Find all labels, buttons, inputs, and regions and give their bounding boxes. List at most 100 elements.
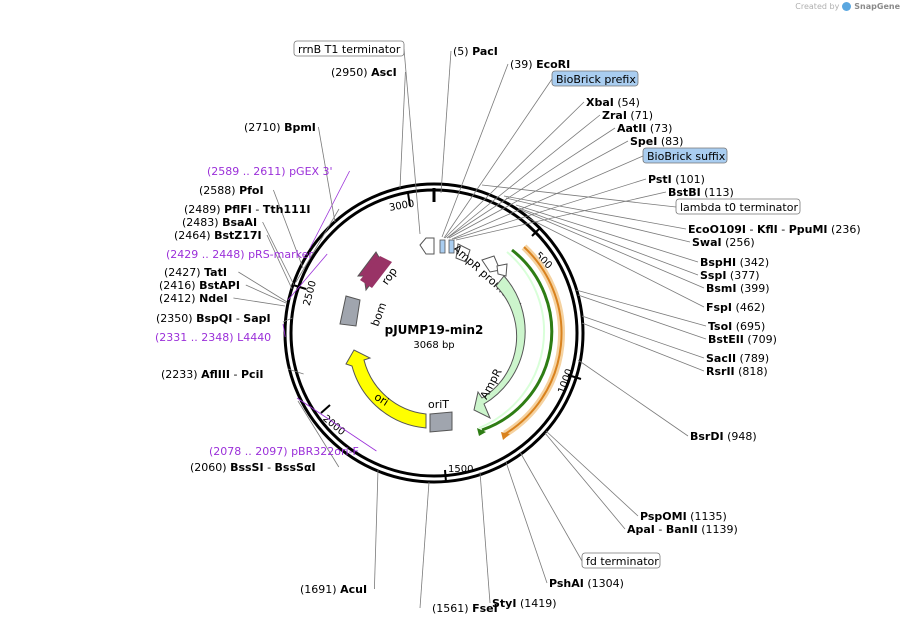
feature-box bbox=[642, 147, 728, 164]
enzyme-label-42[interactable]: (2589 .. 2611) pGEX 3' bbox=[207, 165, 333, 178]
enzyme-label-12[interactable]: SwaI (256) bbox=[692, 236, 755, 249]
enzyme-label-7[interactable]: BioBrick suffix bbox=[642, 147, 728, 164]
enzyme-label-0[interactable]: (5) PacI bbox=[453, 45, 498, 58]
enzyme-label-23[interactable]: ApaI - BanII (1139) bbox=[627, 523, 738, 536]
enzyme-label-39[interactable]: (2483) BsaAI bbox=[182, 216, 257, 229]
enzyme-label-6[interactable]: SpeI (83) bbox=[630, 135, 683, 148]
enzyme-label-18[interactable]: BstEII (709) bbox=[708, 333, 777, 346]
leader-line bbox=[518, 207, 699, 276]
enzyme-label-8[interactable]: PstI (101) bbox=[648, 173, 705, 186]
leader-line bbox=[403, 48, 421, 235]
enzyme-text: XbaI (54) bbox=[586, 96, 640, 109]
feature-rop[interactable]: rop bbox=[357, 251, 400, 292]
enzyme-label-17[interactable]: TsoI (695) bbox=[708, 320, 765, 333]
feature-ori[interactable]: ori bbox=[345, 349, 427, 429]
enzyme-label-16[interactable]: FspI (462) bbox=[706, 301, 765, 314]
feature-box bbox=[293, 40, 405, 57]
leader-line bbox=[446, 114, 601, 239]
enzyme-text: AatII (73) bbox=[617, 122, 672, 135]
enzyme-label-34[interactable]: (2412) NdeI bbox=[159, 292, 228, 305]
enzyme-label-36[interactable]: (2427) TatI bbox=[164, 266, 227, 279]
enzyme-label-9[interactable]: BstBI (113) bbox=[668, 186, 734, 199]
enzyme-label-43[interactable]: (2710) BpmI bbox=[244, 121, 316, 134]
leader-line bbox=[448, 140, 629, 239]
enzyme-label-44[interactable]: (2950) AscI bbox=[331, 66, 397, 79]
leader-line bbox=[453, 178, 647, 240]
enzyme-text: PshAI (1304) bbox=[549, 577, 624, 590]
enzyme-text: (2483) BsaAI bbox=[182, 216, 257, 229]
enzyme-text: (2950) AscI bbox=[331, 66, 397, 79]
enzyme-label-35[interactable]: (2416) BstAPI bbox=[159, 279, 240, 292]
enzyme-text: (2331 .. 2348) L4440 bbox=[155, 331, 271, 344]
enzyme-label-24[interactable]: fd terminator bbox=[581, 552, 661, 569]
leader-line bbox=[505, 461, 548, 584]
feature-bom[interactable]: bom bbox=[339, 295, 389, 328]
enzyme-label-20[interactable]: RsrII (818) bbox=[706, 365, 768, 378]
leader-line bbox=[446, 127, 616, 239]
enzyme-label-32[interactable]: (2331 .. 2348) L4440 bbox=[155, 331, 271, 344]
enzyme-text: (2589 .. 2611) pGEX 3' bbox=[207, 165, 333, 178]
enzyme-text: StyI (1419) bbox=[492, 597, 557, 610]
enzyme-label-4[interactable]: ZraI (71) bbox=[602, 109, 653, 122]
feature-box-label: rrnB T1 terminator bbox=[298, 43, 401, 56]
enzyme-label-45[interactable]: rrnB T1 terminator bbox=[293, 40, 405, 57]
feature-orit[interactable]: oriT bbox=[428, 398, 453, 433]
enzyme-text: (2588) PfoI bbox=[199, 184, 264, 197]
leader-line bbox=[443, 78, 553, 239]
enzyme-text: BsrDI (948) bbox=[690, 430, 757, 443]
leader-line bbox=[295, 208, 340, 283]
enzyme-label-40[interactable]: (2489) PflFI - Tth111I bbox=[184, 203, 311, 216]
enzyme-text: SwaI (256) bbox=[692, 236, 755, 249]
leader-line bbox=[455, 191, 667, 241]
enzyme-label-11[interactable]: EcoO109I - KflI - PpuMI (236) bbox=[688, 223, 861, 236]
enzyme-text: RsrII (818) bbox=[706, 365, 768, 378]
enzyme-text: EcoO109I - KflI - PpuMI (236) bbox=[688, 223, 861, 236]
leader-line bbox=[527, 217, 705, 308]
leader-line bbox=[282, 317, 293, 323]
feature-box-label: lambda t0 terminator bbox=[680, 201, 798, 214]
enzyme-text: BstEII (709) bbox=[708, 333, 777, 346]
feature-ampr[interactable]: AmpR bbox=[473, 275, 526, 420]
plasmid-backbone bbox=[283, 182, 585, 484]
enzyme-label-37[interactable]: (2429 .. 2448) pRS-marker bbox=[166, 248, 313, 261]
enzyme-label-29[interactable]: (2060) BssSI - BssSαI bbox=[190, 461, 316, 474]
biobrick-blocks bbox=[439, 239, 455, 254]
leader-line bbox=[577, 294, 707, 340]
enzyme-label-31[interactable]: (2233) AflIII - PciI bbox=[161, 368, 263, 381]
enzyme-label-25[interactable]: PshAI (1304) bbox=[549, 577, 624, 590]
leader-line bbox=[520, 209, 705, 289]
enzyme-label-38[interactable]: (2464) BstZ17I bbox=[174, 229, 262, 242]
enzyme-label-3[interactable]: XbaI (54) bbox=[586, 96, 640, 109]
enzyme-label-14[interactable]: SspI (377) bbox=[700, 269, 760, 282]
enzyme-label-15[interactable]: BsmI (399) bbox=[706, 282, 770, 295]
leader-line bbox=[545, 430, 639, 517]
feature-box bbox=[675, 198, 801, 215]
enzyme-label-21[interactable]: BsrDI (948) bbox=[690, 430, 757, 443]
leader-line bbox=[297, 400, 340, 468]
leader-line bbox=[505, 197, 691, 243]
enzyme-label-13[interactable]: BspHI (342) bbox=[700, 256, 769, 269]
leader-line bbox=[444, 101, 585, 239]
enzyme-label-28[interactable]: (1691) AcuI bbox=[300, 583, 367, 596]
enzyme-label-10[interactable]: lambda t0 terminator bbox=[675, 198, 801, 215]
enzyme-label-1[interactable]: (39) EcoRI bbox=[510, 58, 570, 71]
snapgene-product-name: SnapGene bbox=[854, 2, 900, 11]
enzyme-label-5[interactable]: AatII (73) bbox=[617, 122, 672, 135]
enzyme-text: PstI (101) bbox=[648, 173, 705, 186]
enzyme-label-30[interactable]: (2078 .. 2097) pBR322ori-F bbox=[209, 445, 359, 458]
enzyme-text: (2078 .. 2097) pBR322ori-F bbox=[209, 445, 359, 458]
leader-line bbox=[399, 71, 406, 189]
leader-line bbox=[451, 155, 644, 240]
tick-label-2500: 2500 bbox=[302, 280, 319, 307]
enzyme-label-26[interactable]: StyI (1419) bbox=[492, 597, 557, 610]
leader-line bbox=[575, 289, 707, 327]
enzyme-label-33[interactable]: (2350) BspQI - SapI bbox=[156, 312, 271, 325]
enzyme-text: BsmI (399) bbox=[706, 282, 770, 295]
enzyme-label-22[interactable]: PspOMI (1135) bbox=[640, 510, 727, 523]
leader-line bbox=[309, 170, 350, 249]
enzyme-label-27[interactable]: (1561) FseI bbox=[432, 602, 498, 615]
enzyme-label-2[interactable]: BioBrick prefix bbox=[551, 70, 639, 87]
enzyme-label-41[interactable]: (2588) PfoI bbox=[199, 184, 264, 197]
enzyme-label-19[interactable]: SacII (789) bbox=[706, 352, 769, 365]
leader-line bbox=[266, 234, 293, 290]
